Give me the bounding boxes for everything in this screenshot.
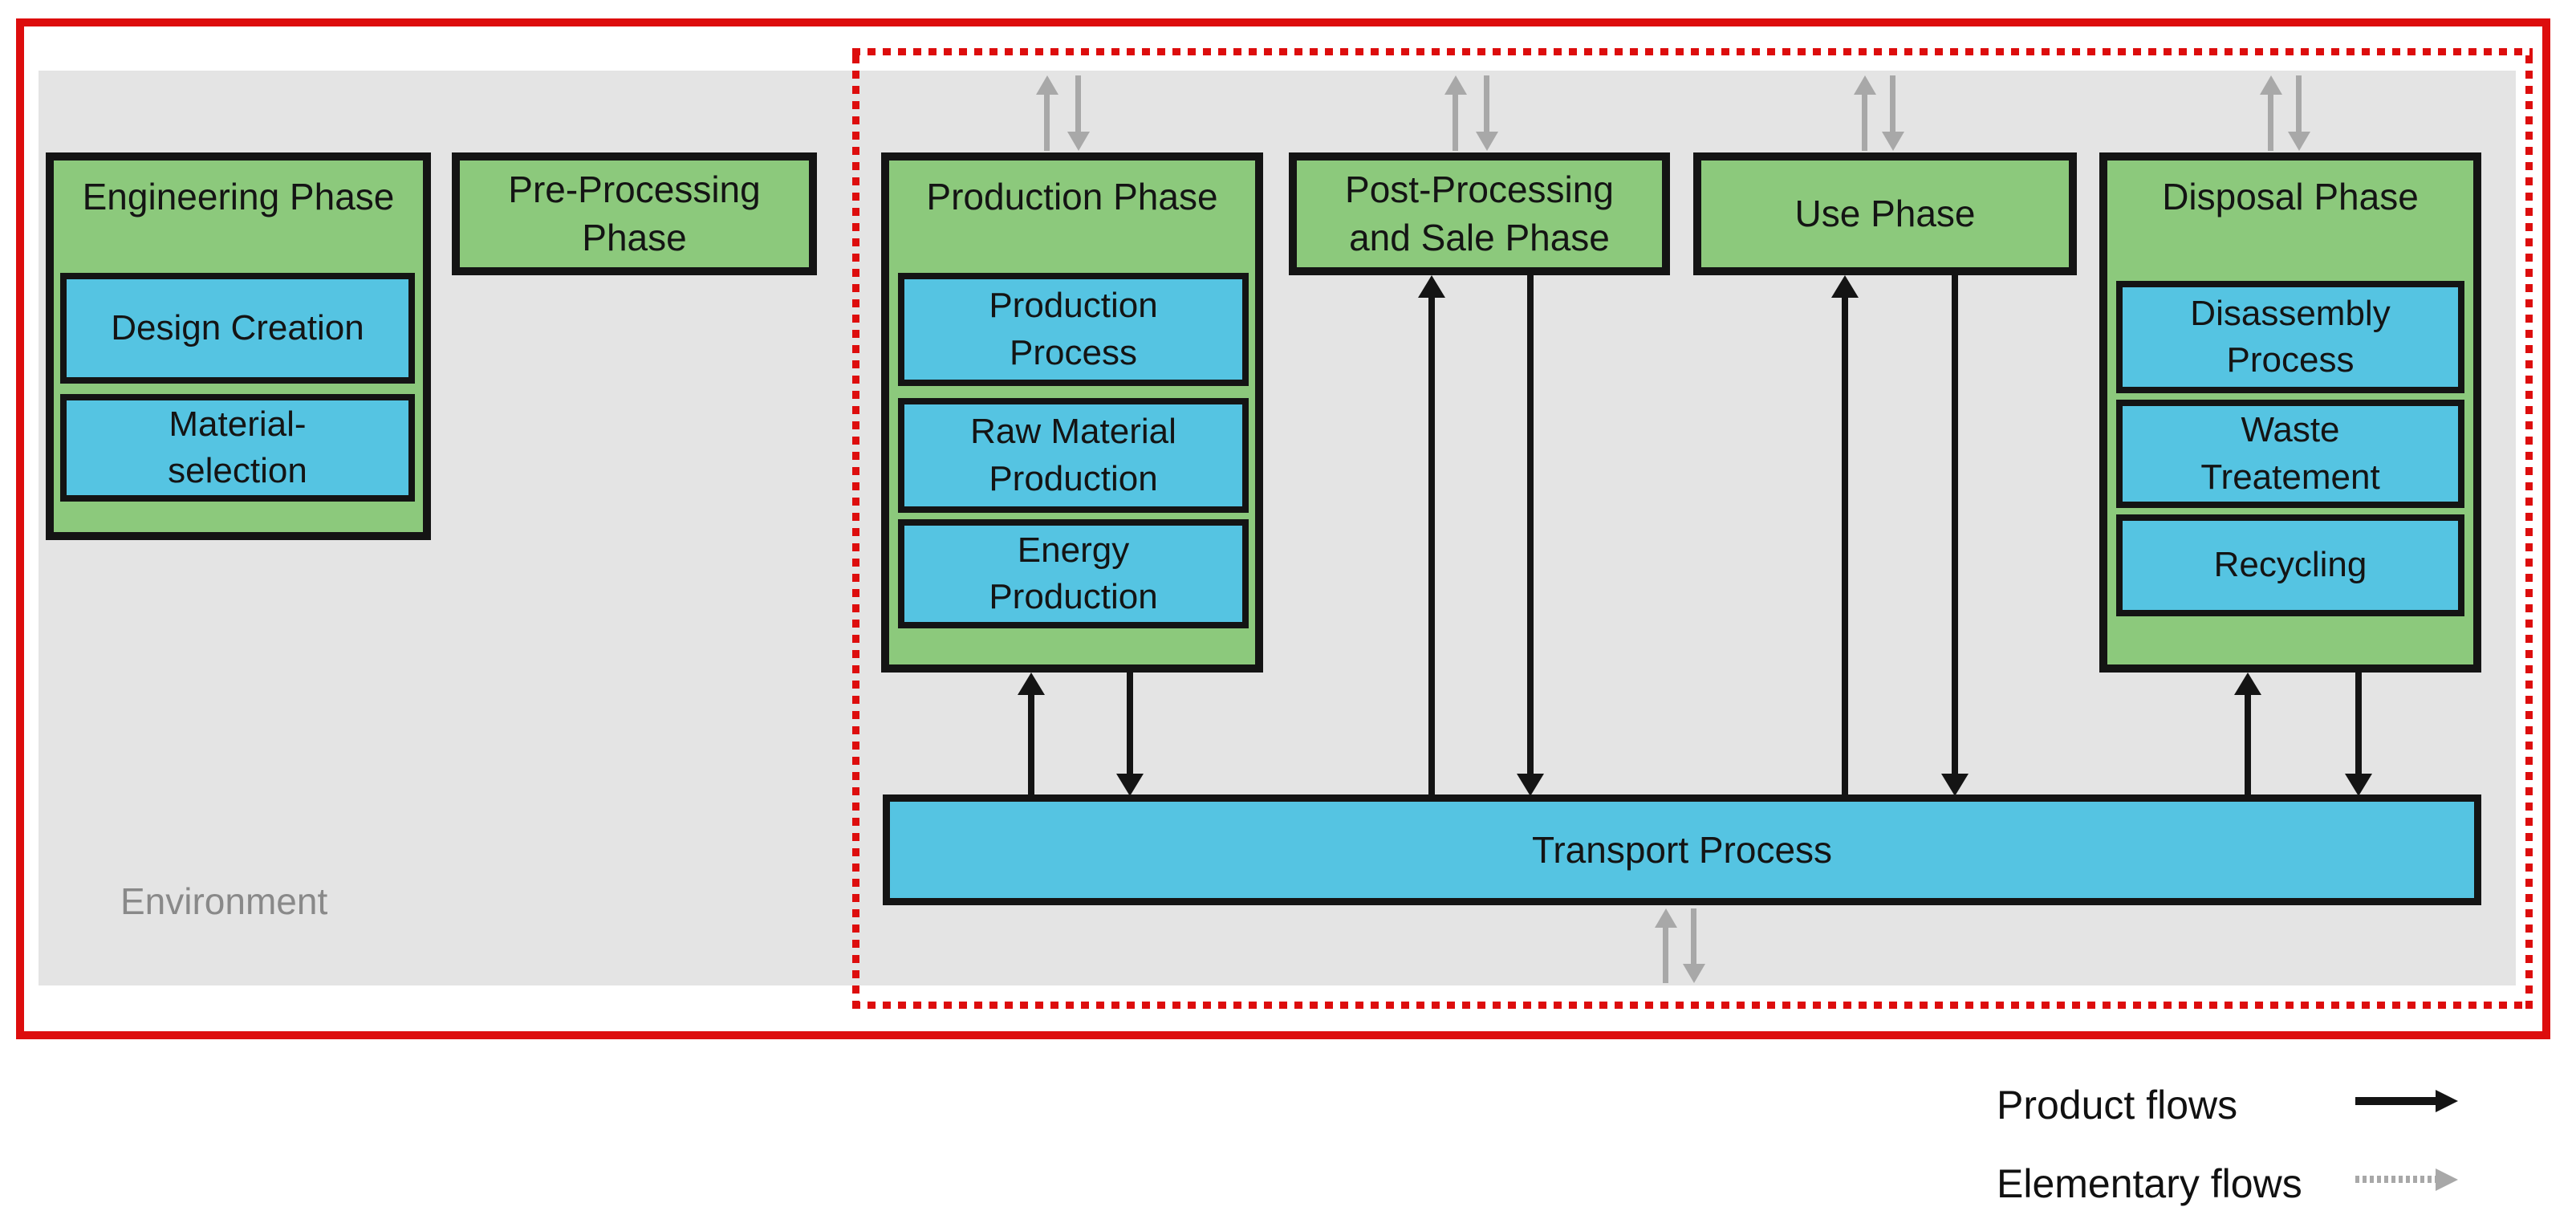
arrow-head [1418,275,1445,298]
arrow-shaft [1127,673,1133,777]
elementary-flow-down-arrow-transport [1680,908,1708,983]
product-flow-up-arrow-production [1018,673,1045,796]
elementary-flow-up-arrow-post-processing [1442,75,1469,151]
elementary-flow-down-arrow-disposal [2285,75,2313,151]
elementary-flow-up-arrow-transport [1652,908,1680,983]
product-flow-up-arrow-use [1831,275,1859,796]
arrow-shaft [1952,275,1958,777]
product-flow-down-arrow-disposal [2345,673,2372,796]
arrow-shaft [2245,692,2251,796]
arrow-head [2436,1168,2458,1191]
arrow-shaft [2355,673,2362,777]
legend-label-elementary-flows: Elementary flows [1997,1161,2302,1206]
arrow-shaft [1044,95,1050,151]
arrow-shaft [2268,95,2273,151]
arrow-head [1036,75,1058,95]
process-box-disassembly: Disassembly Process [2116,281,2464,393]
elementary-flow-down-arrow-use [1879,75,1907,151]
arrow-shaft [1484,75,1489,132]
arrow-shaft [1862,95,1867,151]
arrow-head [1476,132,1498,151]
phase-title-engineering: Engineering Phase [82,176,395,217]
arrow-shaft [1890,75,1895,132]
arrow-head [1683,964,1705,983]
transport-process-label: Transport Process [1531,829,1833,871]
phase-box-use: Use Phase [1693,152,2077,275]
process-box-waste-treatment: Waste Treatement [2116,400,2464,508]
phase-title-post-processing: Post-Processing and Sale Phase [1345,168,1614,258]
arrow-shaft [1028,692,1034,796]
arrow-head [1882,132,1904,151]
process-box-material-selection: Material- selection [60,394,415,502]
outer-system-boundary [16,18,2550,1039]
process-box-design-creation: Design Creation [60,273,415,384]
arrow-shaft [1663,928,1668,983]
phase-title-use: Use Phase [1794,192,1976,234]
dotted-boundary-left [852,48,859,1009]
arrow-head [1444,75,1467,95]
arrow-head [1941,774,1969,796]
arrow-head [2234,673,2261,695]
product-flow-down-arrow-post-processing [1517,275,1544,796]
arrow-head [1854,75,1876,95]
arrow-shaft [1428,295,1435,796]
phase-title-disposal: Disposal Phase [2162,176,2419,217]
arrow-head [1517,774,1544,796]
process-box-raw-material: Raw Material Production [898,398,1249,513]
legend-elementary-flow-arrow [2355,1168,2458,1191]
arrow-shaft [2355,1097,2439,1105]
phase-title-production: Production Phase [926,176,1218,217]
dotted-boundary-top [852,48,2533,55]
arrow-shaft [1453,95,1458,151]
arrow-head [1655,908,1677,928]
arrow-head [1018,673,1045,695]
arrow-shaft [2296,75,2302,132]
elementary-flow-down-arrow-production [1065,75,1092,151]
arrow-head [2260,75,2282,95]
process-box-recycling: Recycling [2116,514,2464,616]
transport-process-box: Transport Process [883,794,2481,905]
arrow-head [1067,132,1090,151]
legend-product-flow-arrow [2355,1090,2458,1112]
dotted-boundary-bottom [852,1002,2533,1009]
product-flow-up-arrow-disposal [2234,673,2261,796]
legend-label-product-flows: Product flows [1997,1083,2238,1128]
phase-box-pre-processing: Pre-Processing Phase [452,152,817,275]
elementary-flow-up-arrow-production [1034,75,1061,151]
arrow-head [2345,774,2372,796]
dotted-boundary-right [2525,48,2533,1009]
elementary-flow-up-arrow-use [1851,75,1879,151]
arrow-head [1831,275,1859,298]
arrow-shaft [2355,1176,2439,1183]
elementary-flow-up-arrow-disposal [2257,75,2285,151]
product-flow-down-arrow-production [1116,673,1144,796]
product-flow-up-arrow-post-processing [1418,275,1445,796]
phase-box-post-processing: Post-Processing and Sale Phase [1289,152,1670,275]
arrow-shaft [1075,75,1081,132]
phase-title-pre-processing: Pre-Processing Phase [508,168,761,258]
product-flow-down-arrow-use [1941,275,1969,796]
process-box-production-process: Production Process [898,273,1249,386]
process-box-energy-production: Energy Production [898,519,1249,628]
arrow-head [2436,1090,2458,1112]
arrow-shaft [1842,295,1848,796]
arrow-shaft [1527,275,1534,777]
arrow-shaft [1691,908,1696,964]
elementary-flow-down-arrow-post-processing [1473,75,1501,151]
environment-label: Environment [120,880,328,922]
arrow-head [1116,774,1144,796]
arrow-head [2288,132,2310,151]
